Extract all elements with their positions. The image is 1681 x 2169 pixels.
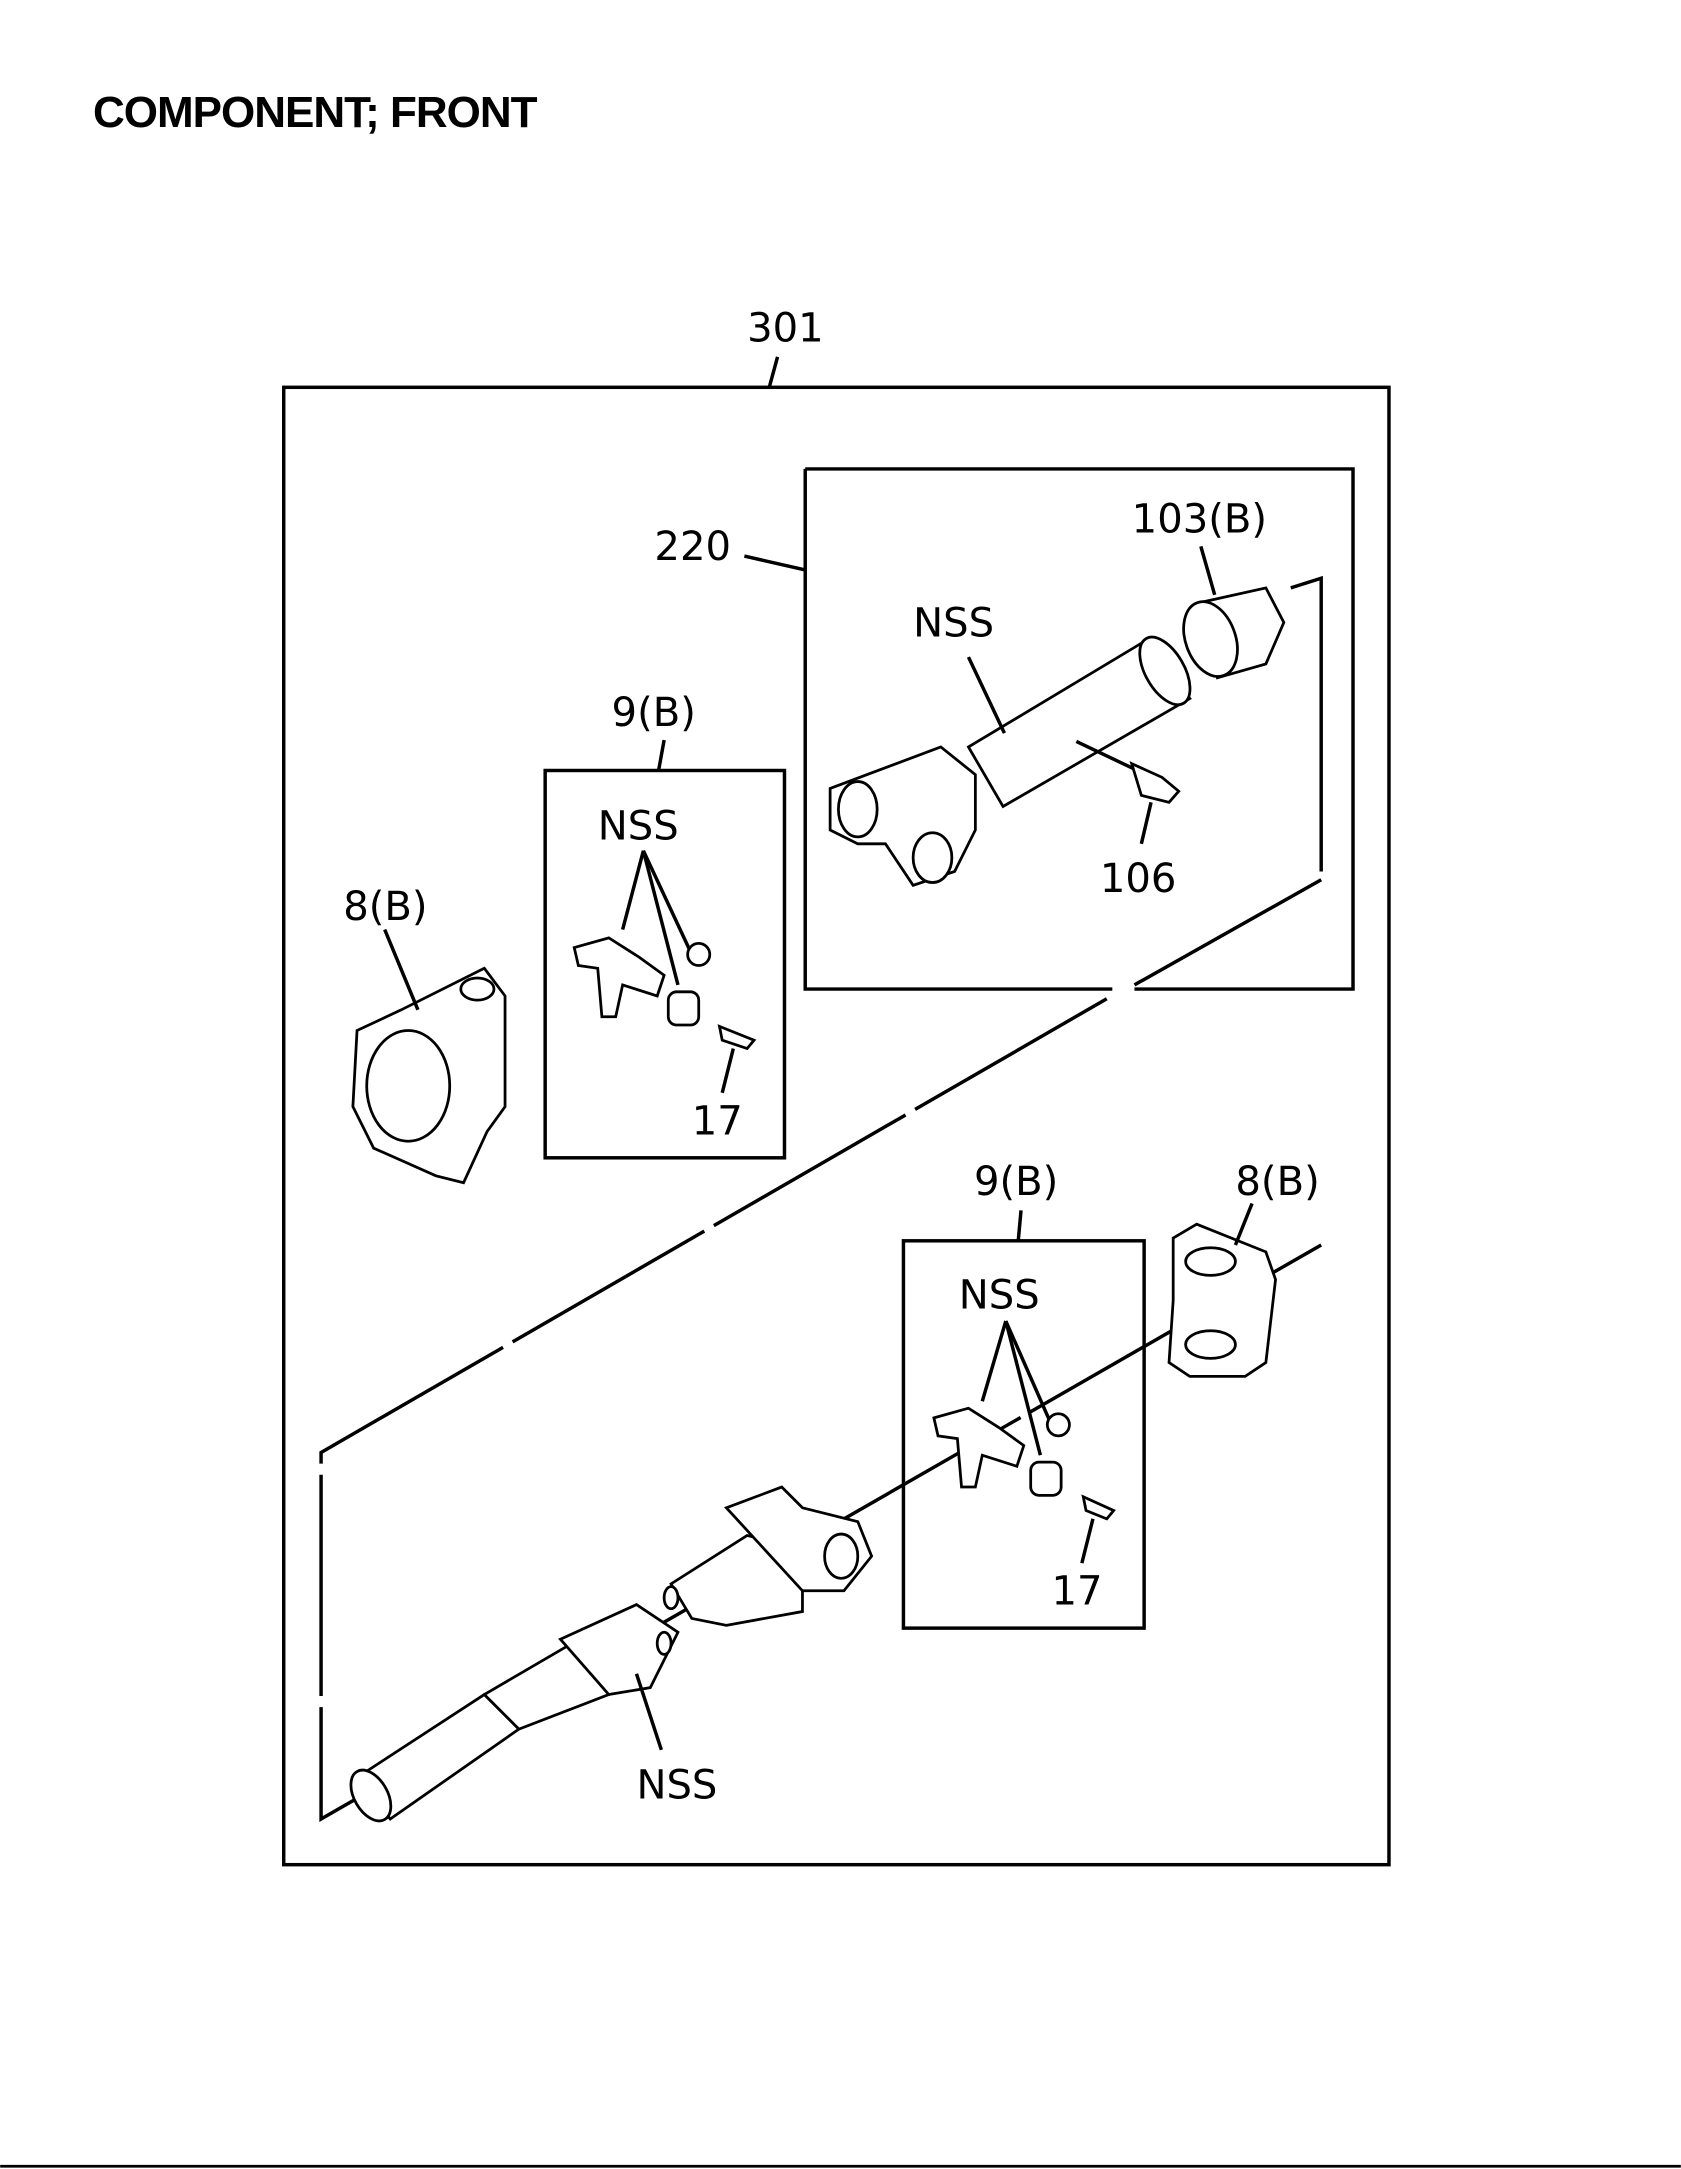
diagram-title: COMPONENT; FRONT — [93, 88, 538, 137]
callout-301: 301 — [747, 306, 824, 352]
callout-103b: 103(B) — [1132, 497, 1267, 543]
assembly-301-box — [281, 385, 1391, 1867]
callout-9b-lower: 9(B) — [974, 1159, 1058, 1205]
callout-106: 106 — [1100, 856, 1177, 902]
slip-yoke-shaft-part — [349, 1485, 874, 1823]
sleeve-part — [1182, 586, 1286, 680]
callout-17-lower: 17 — [1051, 1569, 1102, 1615]
shaft-220-box — [805, 467, 1355, 991]
drive-tube-part — [828, 635, 1192, 887]
callout-8b-upper: 8(B) — [343, 884, 427, 930]
callout-joint-lower-nss: NSS — [959, 1273, 1040, 1319]
callout-slip-yoke-nss: NSS — [636, 1762, 717, 1808]
universal-joint-upper-part — [572, 849, 757, 1051]
callout-220: 220 — [654, 524, 731, 570]
universal-joint-lower-part — [932, 1320, 1116, 1521]
flange-yoke-upper-part — [351, 966, 507, 1185]
callout-8b-lower: 8(B) — [1235, 1159, 1319, 1205]
grease-fitting-part — [1075, 739, 1181, 804]
callout-joint-upper-nss: NSS — [598, 804, 679, 850]
joint-kit-lower-box — [901, 1239, 1146, 1630]
callout-9b-upper: 9(B) — [612, 690, 696, 736]
callout-tube-nss: NSS — [913, 600, 994, 646]
joint-kit-upper-box — [543, 768, 787, 1160]
flange-yoke-lower-part — [1167, 1222, 1277, 1378]
callout-17-upper: 17 — [692, 1098, 743, 1144]
